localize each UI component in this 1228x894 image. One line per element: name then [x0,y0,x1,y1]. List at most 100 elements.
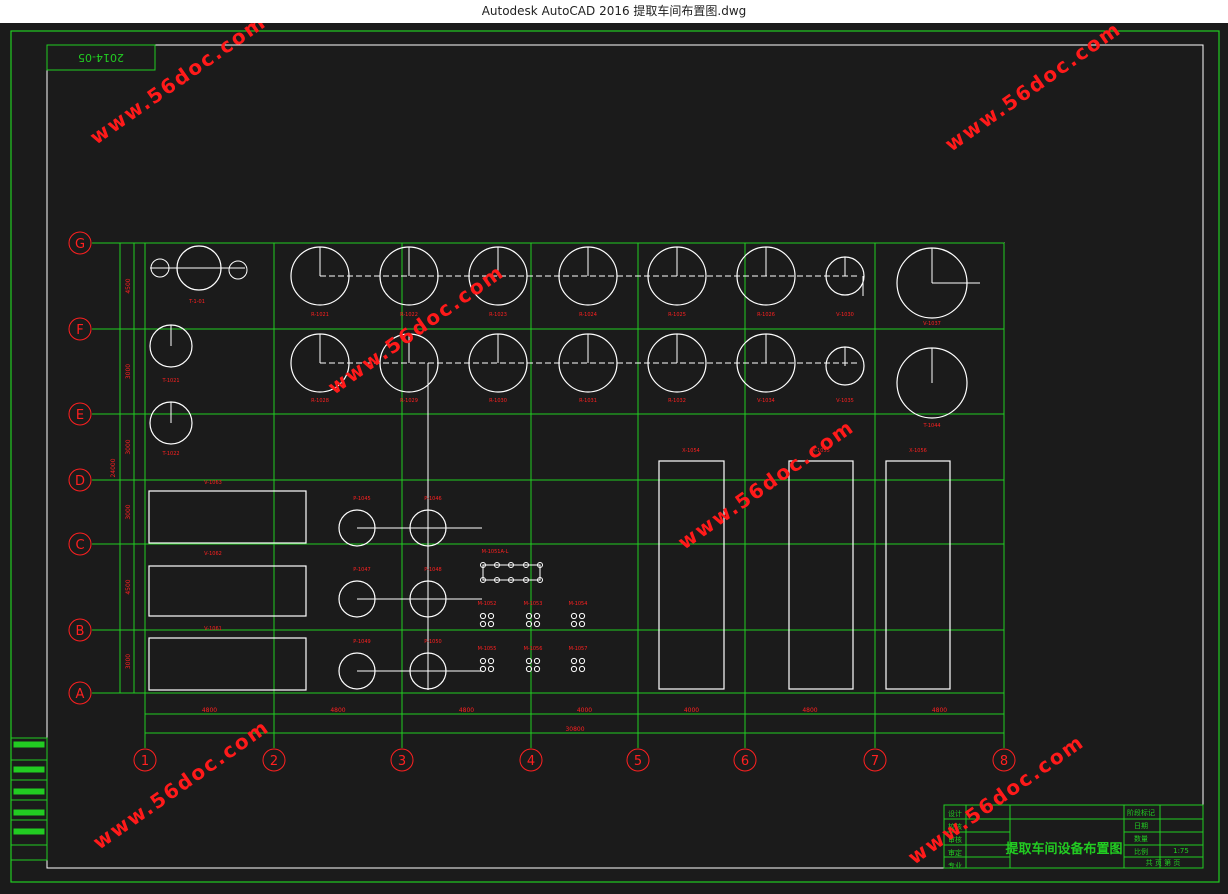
small-unit-5-node-0 [570,657,578,665]
axis-label-F: F [76,323,83,338]
tall-tank-1 [788,460,854,690]
small-unit-4 [525,657,541,673]
tank-f-2-label: R-1030 [489,398,507,404]
axis-bubble-3 [390,748,414,772]
row-dim-1: 4500 [125,579,132,594]
small-unit-1-label: M-1053 [524,601,543,607]
window-title-bar: Autodesk AutoCAD 2016 提取车间布置图.dwg [0,0,1228,23]
total-height-dim: 24000 [110,458,117,477]
small-unit-3-node-3 [487,665,495,673]
small-unit-1 [525,612,541,628]
small-unit-5-node-3 [578,665,586,673]
small-unit-4-label: M-1056 [524,646,543,652]
tank-f-5-label: V-1034 [757,398,775,404]
window-title: Autodesk AutoCAD 2016 提取车间布置图.dwg [481,4,747,18]
col-dim-1: 4800 [330,707,345,714]
title-block-right-0: 阶段标记 [1127,808,1155,817]
equipment-layer [148,245,980,691]
small-unit-0-label: M-1052 [478,601,497,607]
small-unit-2-node-1 [578,612,586,620]
watermark-1: www.56doc.com [940,23,1125,156]
axis-label-8: 8 [1000,754,1008,769]
vessel-box-2 [148,637,307,691]
axis-bubble-5 [626,748,650,772]
axis-label-G: G [75,237,85,252]
vessel-box-1-label: V-1062 [204,551,222,557]
tank-g-4-label: R-1025 [668,312,686,318]
axis-bubble-C [68,532,92,556]
tank-f-6-label: V-1035 [836,398,854,404]
filter-rack-node-t0 [480,562,486,568]
axis-label-1: 1 [141,754,149,769]
small-unit-3-label: M-1055 [478,646,497,652]
small-unit-3-node-0 [479,657,487,665]
filter-rack-node-b3 [523,577,529,583]
axis-bubble-B [68,618,92,642]
vessel-box-2-label: V-1061 [204,626,222,632]
small-unit-0-node-0 [479,612,487,620]
axis-bubble-F [68,317,92,341]
small-unit-2-node-3 [578,620,586,628]
col-dim-6: 4800 [932,707,947,714]
filter-rack-node-b2 [508,577,514,583]
title-block-right-2: 数量 [1134,834,1148,843]
pump-0-label: P-1045 [353,496,370,502]
filter-rack-node-t2 [508,562,514,568]
axis-bubble-2 [262,748,286,772]
small-unit-1-node-2 [525,620,533,628]
watermark-3: www.56doc.com [673,414,858,554]
row-dim-2: 3000 [125,504,132,519]
vessel-box-0-label: V-1063 [204,480,222,486]
tank-g-6-label: V-1030 [836,312,854,318]
title-block-sheet-note: 共 页 第 页 [1146,858,1181,867]
vessel-box-1 [148,565,307,617]
inner-border [46,44,1204,869]
small-unit-2-node-2 [570,620,578,628]
tank-f-1-label: R-1029 [400,398,418,404]
tall-tank-0-label: X-1054 [682,448,700,454]
date-text: 2014-05 [78,51,124,64]
tall-tank-0 [658,460,725,690]
small-unit-0-node-2 [479,620,487,628]
axis-label-B: B [76,624,85,639]
title-block-scale: 1:75 [1173,847,1189,855]
axis-label-5: 5 [634,754,642,769]
col-dim-4: 4000 [684,707,699,714]
small-unit-0-node-3 [487,620,495,628]
axis-label-3: 3 [398,754,406,769]
axis-bubble-A [68,681,92,705]
small-unit-5-node-2 [570,665,578,673]
small-unit-0-node-1 [487,612,495,620]
tank-f-7-label: T-1044 [922,423,940,429]
small-unit-3-node-2 [479,665,487,673]
tank-g-3-label: R-1024 [579,312,597,318]
tank-g-1-label: R-1022 [400,312,418,318]
axis-bubble-D [68,468,92,492]
axis-bubble-8 [992,748,1016,772]
small-unit-5-label: M-1057 [569,646,588,652]
title-block-left-4: 专业 [948,861,962,870]
filter-rack-label: M-1051A-L [482,549,509,555]
title-block-right-3: 比例 [1134,847,1148,856]
filter-rack-node-b0 [480,577,486,583]
filter-rack-node-t1 [494,562,500,568]
small-unit-5-node-1 [578,657,586,665]
axis-label-2: 2 [270,754,278,769]
axis-bubble-1 [133,748,157,772]
title-block-left-3: 审定 [948,848,962,857]
small-unit-5 [570,657,586,673]
row-dim-5: 4500 [125,278,132,293]
small-unit-1-node-3 [533,620,541,628]
axis-label-D: D [75,474,85,489]
tank-f-0-label: R-1028 [311,398,329,404]
total-width-dim: 30800 [565,726,584,733]
axis-bubble-7 [863,748,887,772]
small-unit-2-node-0 [570,612,578,620]
